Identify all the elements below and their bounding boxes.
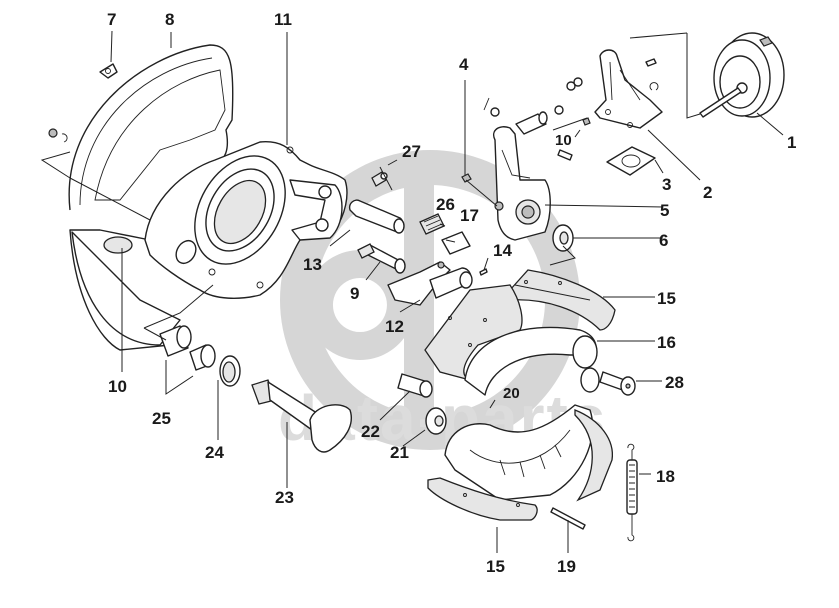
- part-clevis: [483, 97, 573, 161]
- part-dust-shield: [68, 44, 234, 351]
- callout-28: 28: [665, 373, 684, 392]
- part-camshaft-bushings: [159, 325, 216, 371]
- callout-27: 27: [402, 142, 421, 161]
- callout-25: 25: [152, 409, 171, 428]
- callout-26: 26: [436, 195, 455, 214]
- part-brake-shoe: [424, 284, 600, 396]
- part-cam-roller: [425, 407, 447, 435]
- leader-lines: [40, 30, 784, 553]
- callout-18: 18: [656, 467, 675, 486]
- callout-11: 11: [274, 10, 292, 29]
- callout-6: 6: [659, 231, 668, 250]
- callout-4: 4: [459, 55, 469, 74]
- part-roller-bushing: [599, 371, 636, 396]
- part-seal: [219, 355, 241, 387]
- callout-21: 21: [390, 443, 409, 462]
- part-bushing-sleeve: [419, 213, 445, 235]
- callout-1: 1: [787, 133, 796, 152]
- part-screw: [479, 268, 488, 276]
- callout-9: 9: [350, 284, 359, 303]
- callout-23: 23: [275, 488, 294, 507]
- part-s-camshaft: [251, 379, 352, 453]
- callout-16: 16: [657, 333, 676, 352]
- callout-24: 24: [205, 443, 224, 462]
- part-brake-shoe-lower: [444, 404, 613, 502]
- part-grease-nipple: [461, 173, 472, 183]
- callout-8: 8: [165, 10, 174, 29]
- part-brake-chamber: [699, 32, 785, 118]
- watermark-logo-bowl: [305, 250, 416, 360]
- part-anchor-pin: [348, 199, 405, 234]
- callout-10-bracket: 10: [555, 132, 572, 149]
- part-anchor-retainer: [387, 261, 473, 306]
- part-lining-upper: [509, 269, 616, 331]
- callout-10-spider: 10: [108, 377, 127, 396]
- callout-17: 17: [460, 206, 479, 225]
- callout-5: 5: [660, 201, 669, 220]
- part-return-spring: [626, 443, 638, 542]
- part-slack-adjuster: [493, 126, 551, 241]
- part-roller-pin: [550, 507, 586, 530]
- part-bolt-left: [48, 128, 68, 143]
- callout-3: 3: [662, 175, 671, 194]
- callout-20: 20: [503, 385, 520, 402]
- callout-13: 13: [303, 255, 322, 274]
- part-shoe-pin: [397, 373, 433, 398]
- callout-7: 7: [107, 10, 116, 29]
- part-gasket: [606, 146, 656, 176]
- callout-19: 19: [557, 557, 576, 576]
- part-lining-lower: [427, 477, 538, 521]
- part-anchor-pin-nipple: [357, 243, 406, 274]
- callout-22: 22: [361, 422, 380, 441]
- part-washer: [552, 224, 574, 252]
- part-clip: [99, 63, 118, 79]
- callout-14: 14: [493, 241, 512, 260]
- callouts: 1 2 3 4 5 6 7 8 9 10 10 11 12 13 14 15 1…: [107, 10, 796, 576]
- callout-12: 12: [385, 317, 404, 336]
- part-brake-spider: [144, 141, 348, 299]
- part-chamber-bracket: [554, 49, 663, 129]
- callout-2: 2: [703, 183, 712, 202]
- callout-15-upper: 15: [657, 289, 676, 308]
- callout-15-lower: 15: [486, 557, 505, 576]
- part-bushing: [441, 231, 471, 255]
